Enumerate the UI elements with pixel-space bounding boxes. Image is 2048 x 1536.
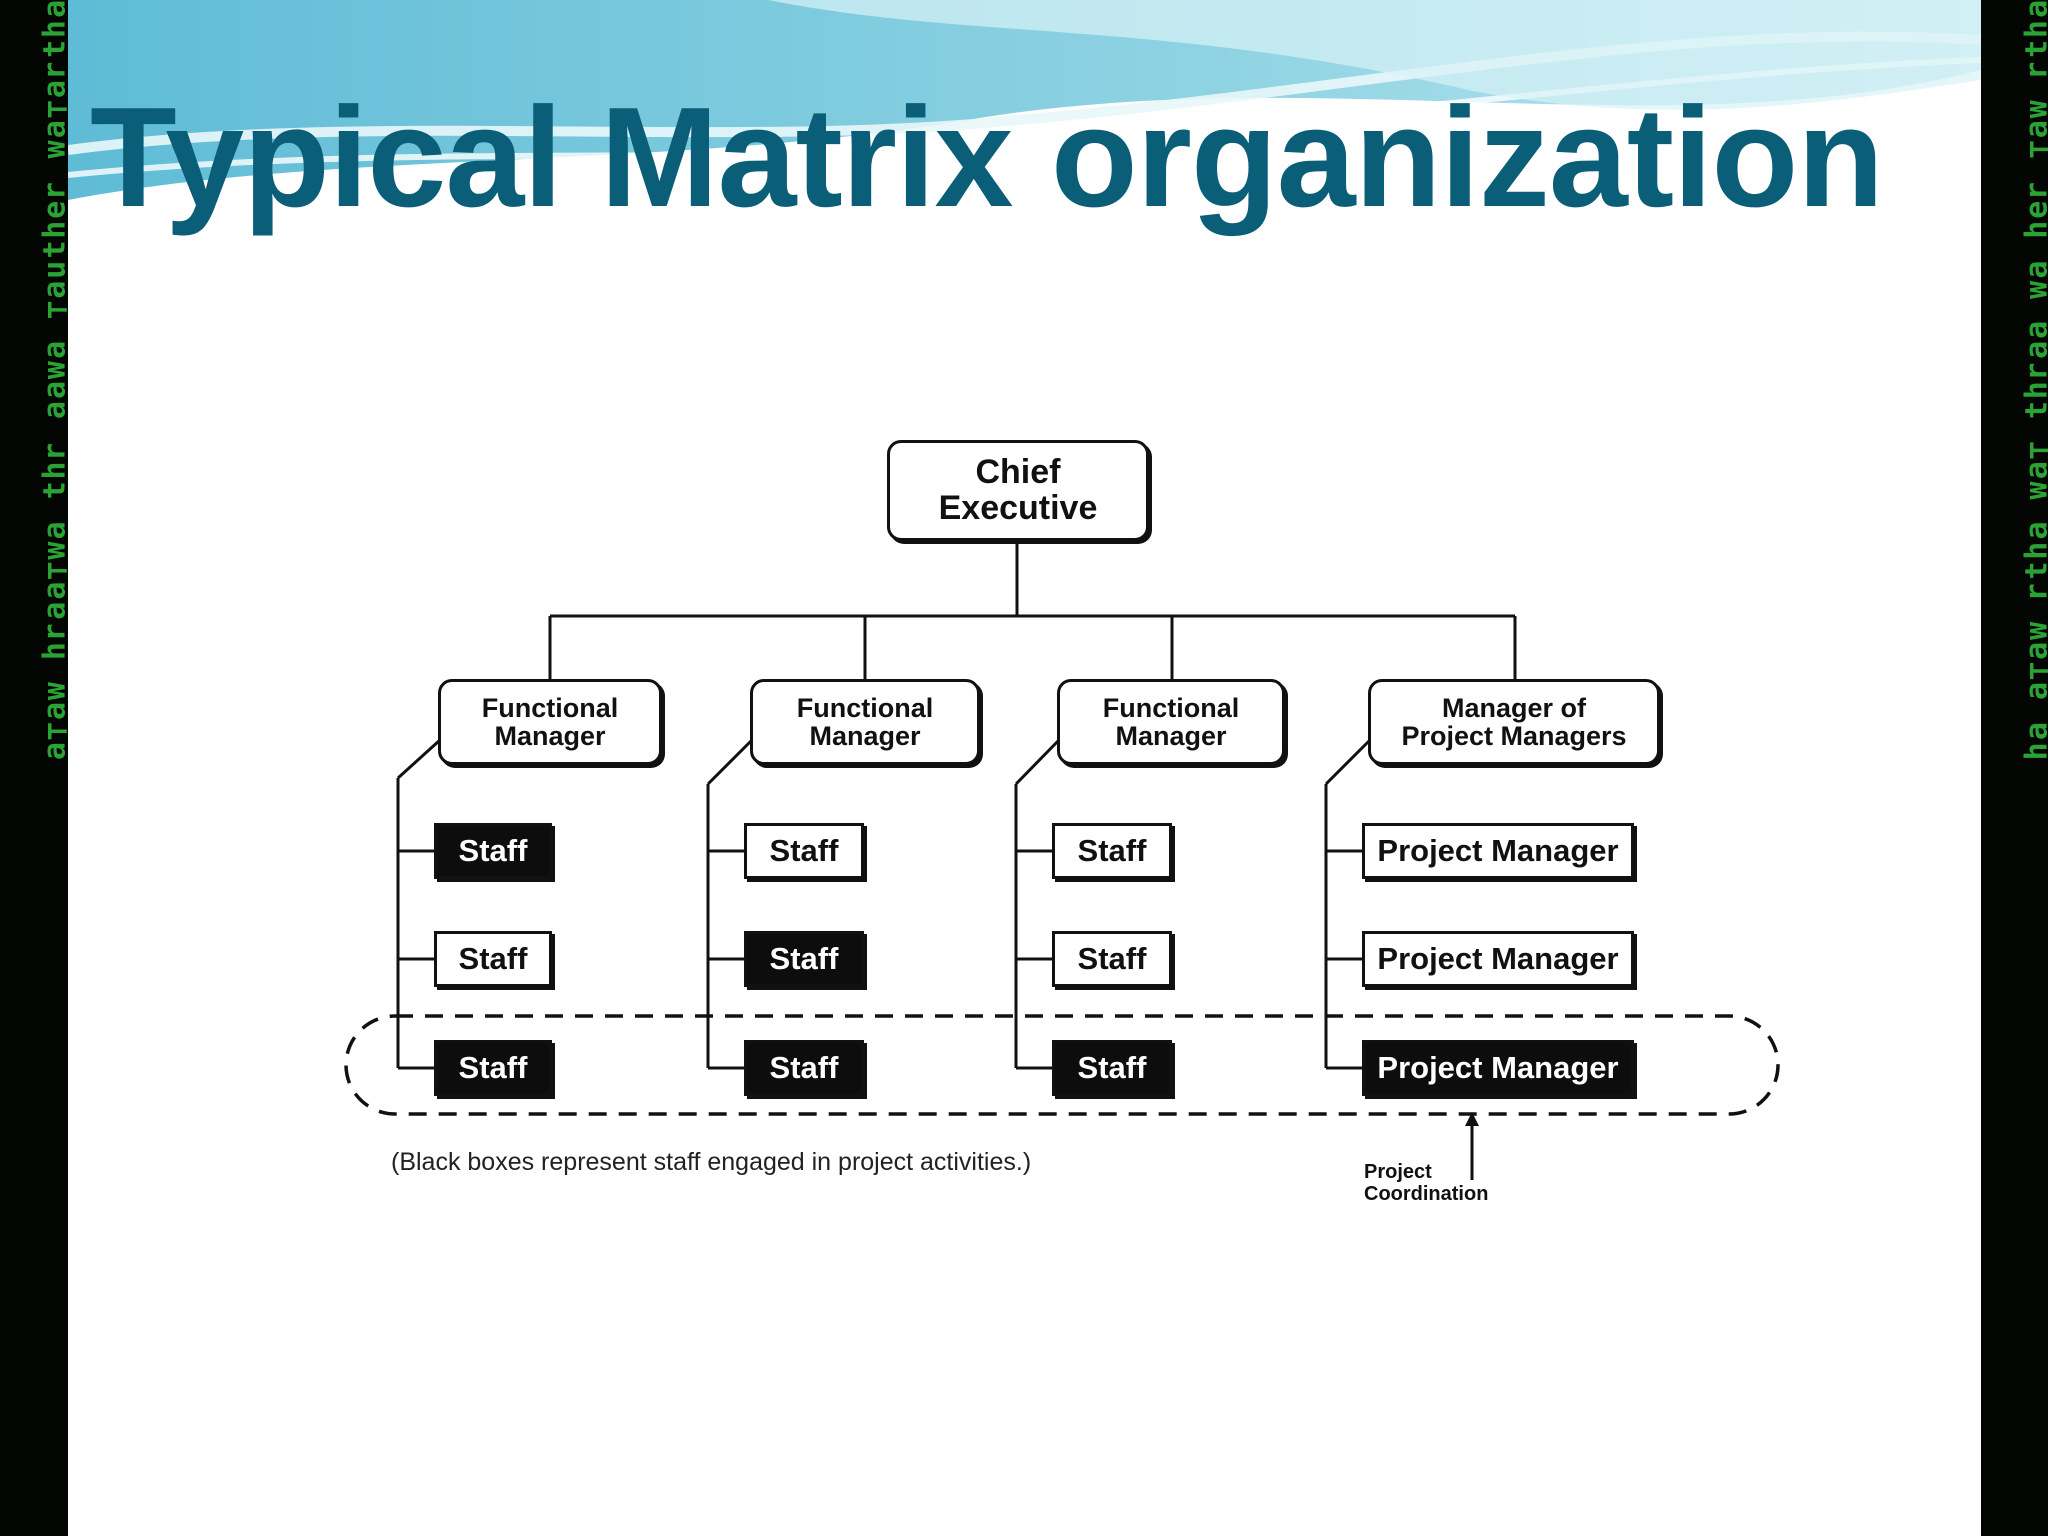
staff-label: Staff (769, 941, 839, 976)
manager-box-3: Functional Manager (1057, 679, 1285, 765)
slide-title: Typical Matrix organization (90, 78, 1884, 237)
staff-label: Staff (1077, 833, 1147, 868)
staff-label: Staff (1077, 1050, 1147, 1085)
staff-label: Staff (458, 941, 528, 976)
manager-label: Functional Manager (796, 692, 934, 751)
project-manager-label: Project Manager (1377, 1050, 1619, 1085)
staff-box: Staff (434, 1040, 552, 1096)
project-manager-label: Project Manager (1377, 833, 1619, 868)
project-coordination-outline (344, 1014, 1780, 1116)
staff-box: Staff (744, 931, 864, 987)
right-decorative-strip: ɐɥʇɹ ʍɐ⊥ ɹǝɥ ɐʍ ɐɐɹɥʇ ⊥ɐʍ ɐɥʇɹ ʍɐ⊥ɐ ɐɥ (1981, 0, 2048, 1536)
left-decorative-strip: ɐɥʇɹɐ⊥ɐʍ ɹǝɥʇnɐ⊥ ɐʍɐɐ ɹɥʇ ɐʍ⊥ɐɐɹɥ ʍɐ⊥ɐ (0, 0, 68, 1536)
staff-box: Staff (1052, 1040, 1172, 1096)
staff-box: Staff (744, 1040, 864, 1096)
manager-label: Manager of Project Managers (1401, 692, 1627, 751)
staff-box: Staff (434, 931, 552, 987)
project-manager-label: Project Manager (1377, 941, 1619, 976)
staff-label: Staff (458, 833, 528, 868)
staff-box: Staff (744, 823, 864, 879)
staff-label: Staff (1077, 941, 1147, 976)
project-manager-box: Project Manager (1362, 931, 1634, 987)
staff-box: Staff (1052, 823, 1172, 879)
staff-box: Staff (1052, 931, 1172, 987)
project-coordination-label: Project Coordination (1364, 1161, 1489, 1205)
staff-label: Staff (458, 1050, 528, 1085)
org-chart-connectors (344, 541, 1780, 1180)
manager-label: Functional Manager (481, 692, 619, 751)
chief-executive-label: Chief Executive (938, 452, 1098, 527)
manager-box-2: Functional Manager (750, 679, 980, 765)
right-glyph-texture: ɐɥʇɹ ʍɐ⊥ ɹǝɥ ɐʍ ɐɐɹɥʇ ⊥ɐʍ ɐɥʇɹ ʍɐ⊥ɐ ɐɥ (2022, 0, 2048, 763)
legend-note: (Black boxes represent staff engaged in … (391, 1148, 1032, 1176)
staff-box: Staff (434, 823, 552, 879)
left-glyph-texture: ɐɥʇɹɐ⊥ɐʍ ɹǝɥʇnɐ⊥ ɐʍɐɐ ɹɥʇ ɐʍ⊥ɐɐɹɥ ʍɐ⊥ɐ (40, 0, 68, 763)
staff-label: Staff (769, 833, 839, 868)
manager-label: Functional Manager (1102, 692, 1240, 751)
staff-label: Staff (769, 1050, 839, 1085)
slide: Typical Matrix organization (68, 0, 1981, 1536)
project-manager-box: Project Manager (1362, 1040, 1634, 1096)
manager-box-4: Manager of Project Managers (1368, 679, 1660, 765)
manager-box-1: Functional Manager (438, 679, 662, 765)
chief-executive-box: Chief Executive (887, 440, 1149, 541)
project-manager-box: Project Manager (1362, 823, 1634, 879)
header-wave-decoration (68, 0, 1981, 200)
